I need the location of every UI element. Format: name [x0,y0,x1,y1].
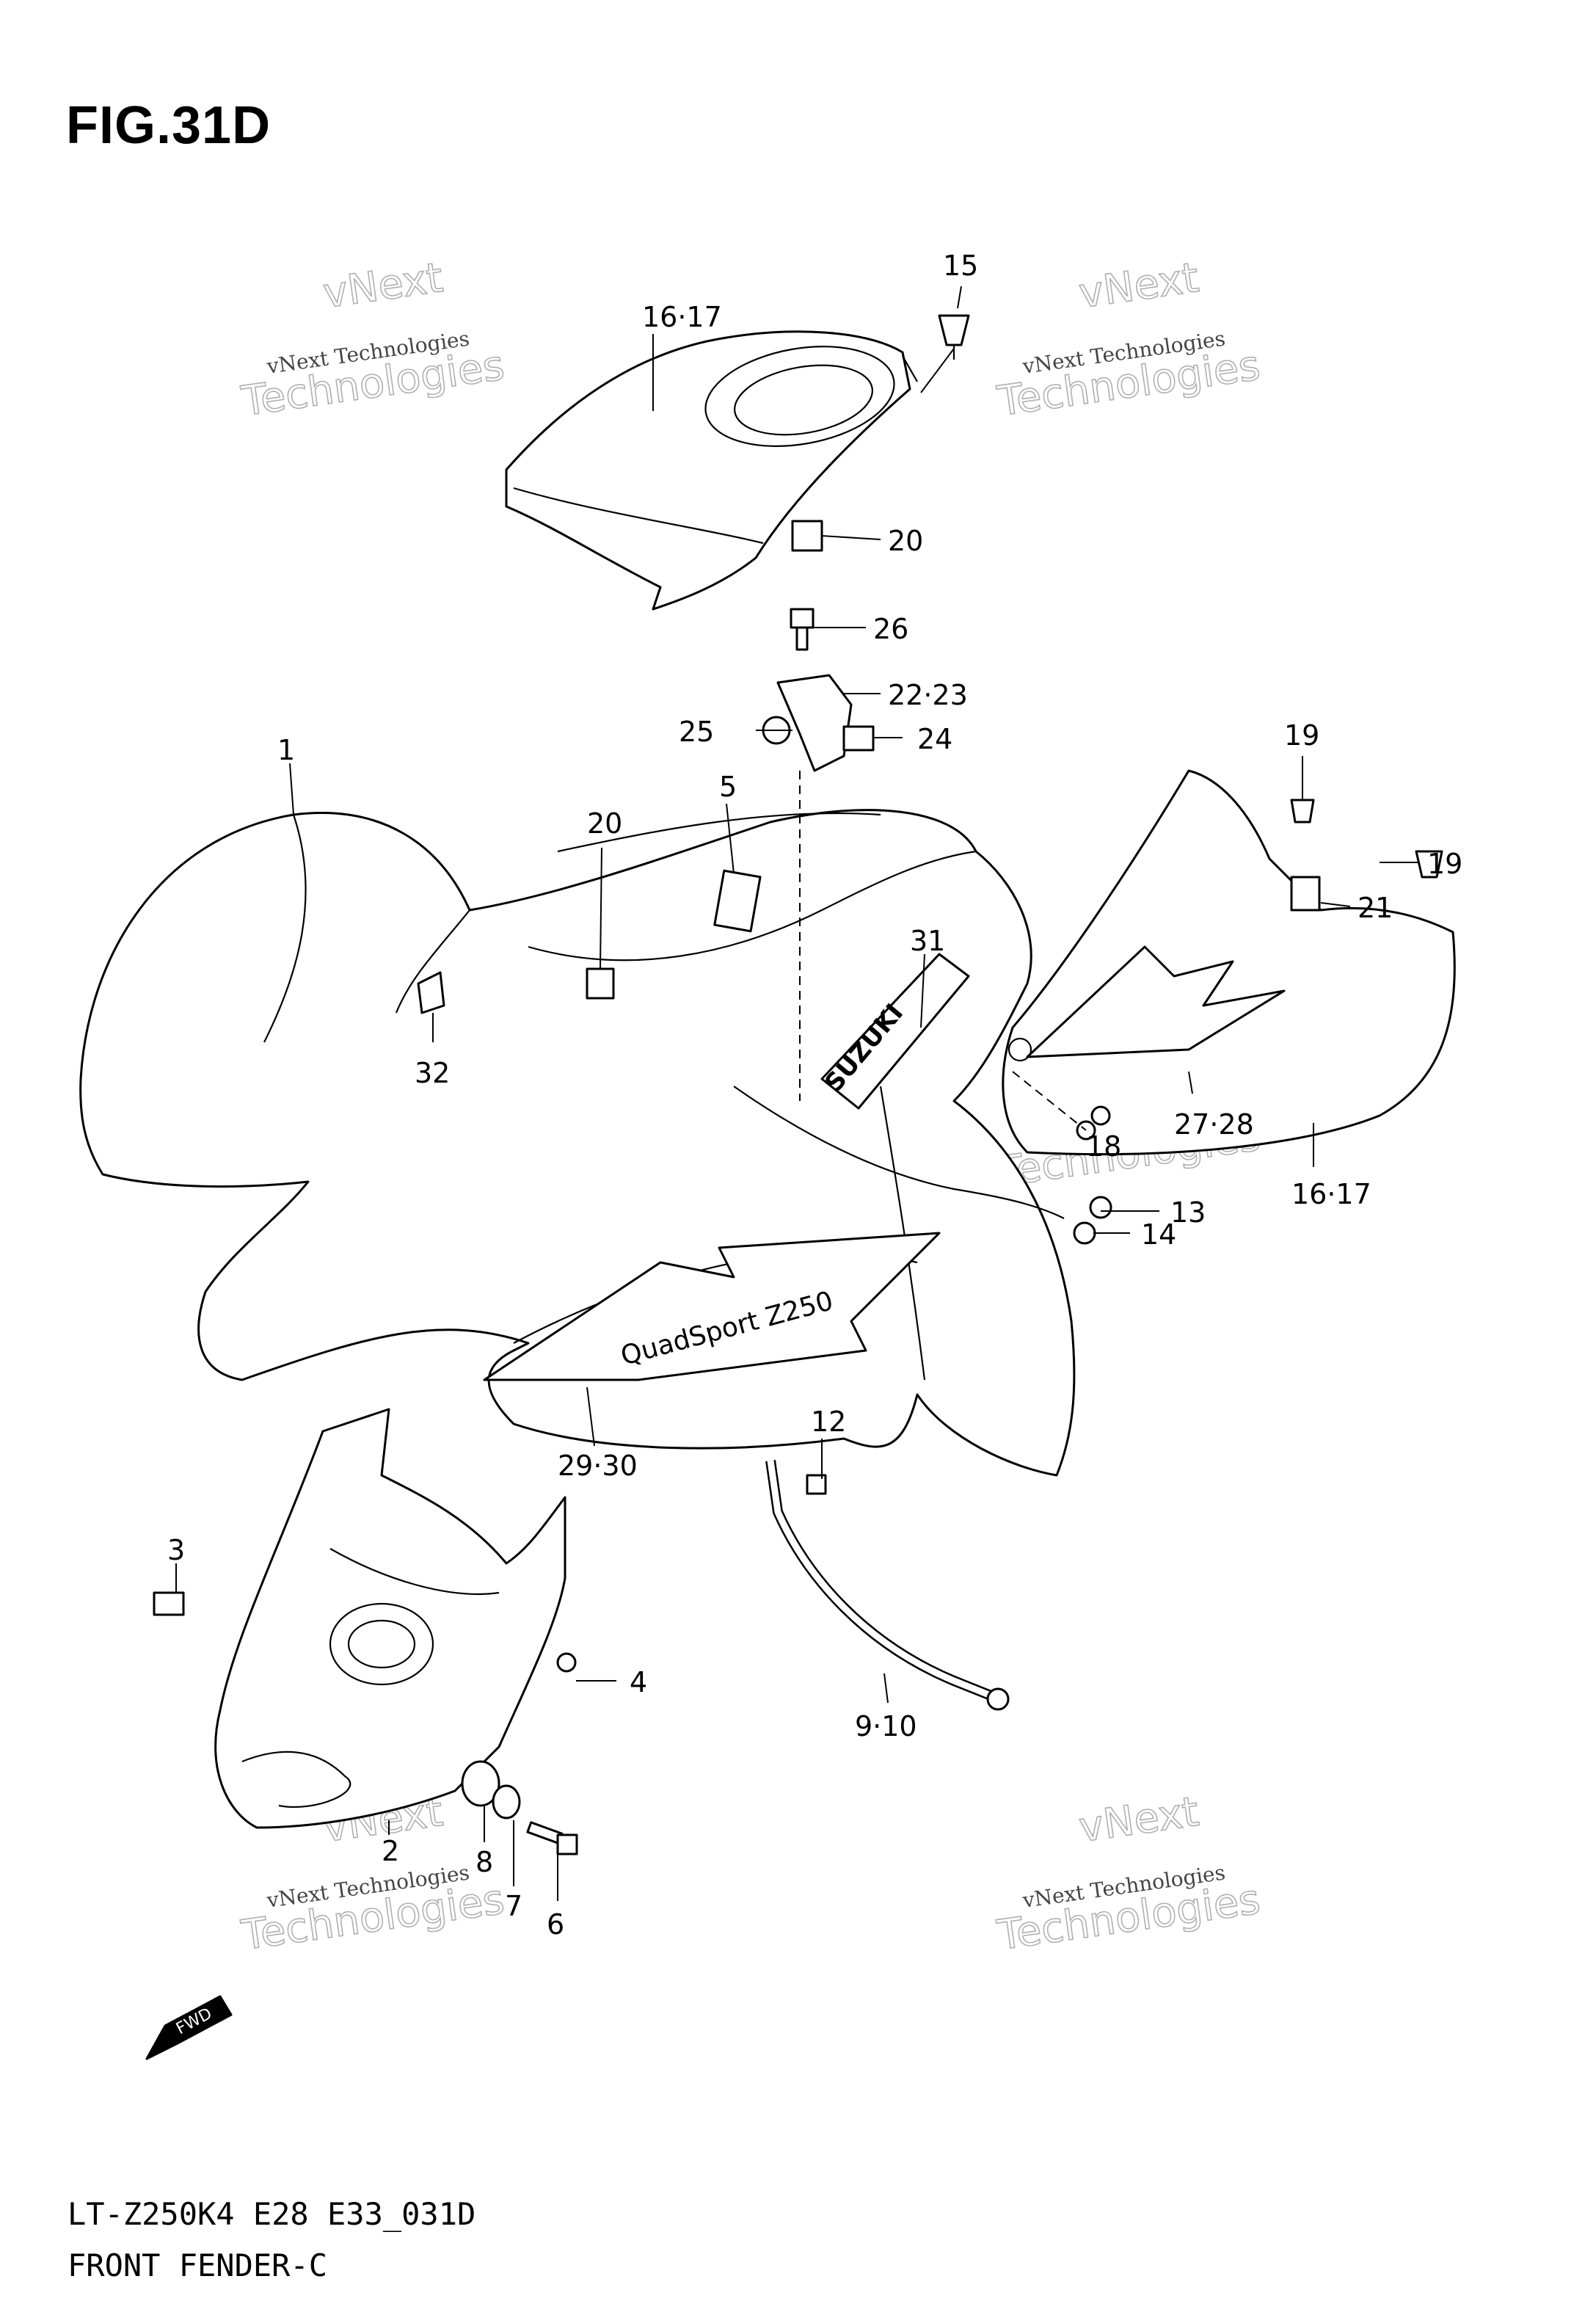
figure-title: FIG.31D [66,96,272,155]
watermark-text: vNext [321,254,446,318]
part-20-block-upper [791,520,823,552]
part-14-top-cover [505,330,918,611]
callout-24: 24 [917,723,952,755]
watermark-2: vNext Technologies vNext Technologies [994,253,1264,426]
callout-5: 5 [719,771,737,803]
callout-19-b: 19 [1427,848,1462,880]
callout-18: 18 [1086,1130,1121,1163]
part-13-nut [1073,1221,1096,1245]
part-20-block-lower [586,967,615,1000]
callout-20-lower: 20 [587,807,622,840]
part-24-pad [842,725,875,752]
part-5-block [713,869,762,933]
part-19-clip-a [1290,799,1315,824]
callout-4: 4 [630,1666,647,1698]
callout-20-upper: 20 [888,525,923,557]
section-name-caption: FRONT FENDER-C [68,2247,328,2283]
callout-9-10: 9·10 [855,1710,917,1742]
callout-21: 21 [1358,892,1393,924]
callout-7: 7 [505,1890,522,1922]
callout-1: 1 [277,734,295,766]
callout-15: 15 [943,250,978,282]
leader-lines [175,286,1420,1901]
part-3-clip [153,1591,185,1616]
callout-11: 12 [811,1406,846,1438]
callout-25: 25 [679,716,714,748]
watermark-text: vNext [1076,1788,1202,1852]
callout-8: 8 [475,1846,493,1878]
part-16-17-side-panel [1002,769,1456,1156]
part-27-28-fastener [1090,1105,1111,1126]
callout-19-a: 19 [1284,719,1319,752]
part-12-screw [1089,1196,1112,1219]
callout-29-30: 29·30 [558,1450,638,1482]
forward-direction-arrow: FWD [145,1995,233,2060]
part-8-grommet [461,1760,500,1807]
part-4-screw [556,1652,577,1673]
watermark-6: vNext Technologies vNext Technologies [994,1787,1264,1960]
callout-13: 14 [1141,1218,1176,1251]
part-19-clip-b [1415,850,1443,879]
watermark-text: vNext [1076,254,1202,318]
part-11-bolt [806,1474,827,1495]
part-29-30-decal: QuadSport Z250 [483,1232,941,1381]
callout-26: 26 [873,613,908,645]
part-9-10-stay [765,1460,1010,1711]
callout-6: 6 [547,1908,564,1941]
callout-27-28: 27·28 [1174,1108,1254,1141]
callout-3: 3 [167,1534,185,1566]
part-21-block [1290,876,1321,912]
model-code-caption: LT-Z250K4 E28 E33_031D [68,2196,476,2232]
part-6-bolt [526,1821,578,1855]
part-2-inner-fender [214,1408,566,1829]
part-32-clip [417,971,445,1014]
callout-12: 13 [1170,1196,1206,1229]
callout-labels: 16·17 15 20 26 22·23 25 24 1 20 5 31 32 … [167,250,1462,1941]
callout-14: 16·17 [642,301,722,333]
part-7-washer [492,1784,521,1820]
callout-31: 31 [910,925,945,957]
callout-22-23: 22·23 [888,679,968,711]
part-22-23-bracket [776,674,853,772]
part-15-clip [938,314,970,360]
callout-16-17: 16·17 [1291,1178,1371,1210]
watermark-1: vNext Technologies vNext Technologies [238,253,508,426]
part-26-bolt [790,608,815,651]
callout-2: 2 [382,1835,399,1867]
callout-32: 32 [415,1057,450,1089]
